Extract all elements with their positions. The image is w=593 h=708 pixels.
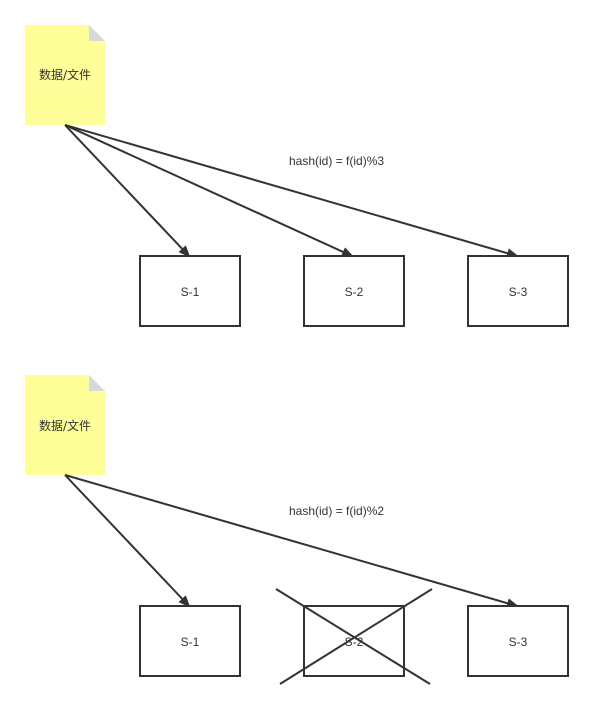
bottom-document-label: 数据/文件 xyxy=(39,418,91,433)
top-document: 数据/文件 xyxy=(25,25,105,125)
bottom-server-s3: S-3 xyxy=(467,605,569,677)
top-server-s1: S-1 xyxy=(139,255,241,327)
top-document-body xyxy=(25,25,105,125)
top-section: 数据/文件 hash(id) = f(id)%3 S-1 S-2 S-3 xyxy=(25,25,569,327)
bottom-server-s2-removed: S-2 xyxy=(275,588,433,685)
bottom-document-body xyxy=(25,375,105,475)
cross-out-line-1 xyxy=(275,588,431,685)
bottom-server-s1-label: S-1 xyxy=(181,635,200,649)
bottom-arrow-to-s3 xyxy=(64,474,519,609)
top-document-fold-icon xyxy=(89,25,105,41)
bottom-arrow-to-s1 xyxy=(64,474,191,608)
top-document-label: 数据/文件 xyxy=(39,67,91,82)
bottom-formula-label: hash(id) = f(id)%2 xyxy=(289,504,384,518)
top-arrow-to-s3 xyxy=(64,124,519,259)
bottom-server-s1: S-1 xyxy=(139,605,241,677)
top-server-s1-label: S-1 xyxy=(181,285,200,299)
top-server-s3: S-3 xyxy=(467,255,569,327)
top-server-s3-label: S-3 xyxy=(509,285,528,299)
top-formula-label: hash(id) = f(id)%3 xyxy=(289,154,384,168)
top-arrow-to-s1 xyxy=(64,124,191,258)
cross-out-line-2 xyxy=(279,588,433,685)
top-server-s2: S-2 xyxy=(303,255,405,327)
bottom-document-fold-icon xyxy=(89,375,105,391)
bottom-server-s2-label: S-2 xyxy=(345,635,364,649)
bottom-section: 数据/文件 hash(id) = f(id)%2 S-1 S-2 S-3 xyxy=(25,375,569,685)
bottom-document: 数据/文件 xyxy=(25,375,105,475)
top-arrow-to-s2 xyxy=(64,124,354,257)
top-server-s2-label: S-2 xyxy=(345,285,364,299)
bottom-server-s3-label: S-3 xyxy=(509,635,528,649)
